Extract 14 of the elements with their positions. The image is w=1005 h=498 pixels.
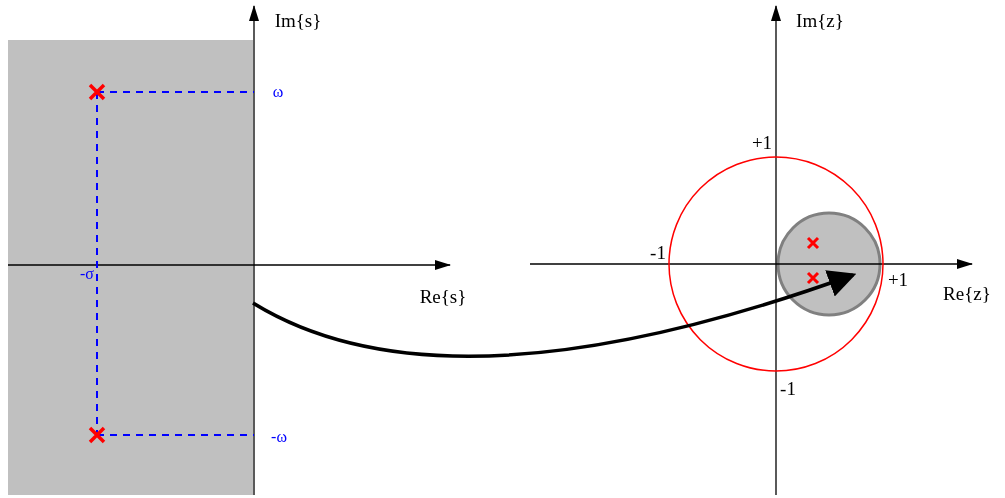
tick-label: -1 [780, 378, 796, 398]
tick-label: -1 [650, 242, 666, 262]
tick-label: ω [272, 84, 284, 100]
shaded-region [8, 40, 253, 495]
axis-label: Im{s} [274, 10, 322, 30]
tick-label: -ω [271, 429, 287, 445]
axis-label: Im{z} [796, 10, 844, 30]
axis-label: Re{s} [419, 286, 467, 306]
axis-label: Re{z} [943, 283, 991, 303]
shaded-disc [776, 211, 882, 317]
arrow [252, 269, 857, 358]
tick-label: +1 [887, 269, 909, 289]
tick-label: -σ [80, 266, 94, 282]
tick-label: +1 [751, 132, 773, 152]
